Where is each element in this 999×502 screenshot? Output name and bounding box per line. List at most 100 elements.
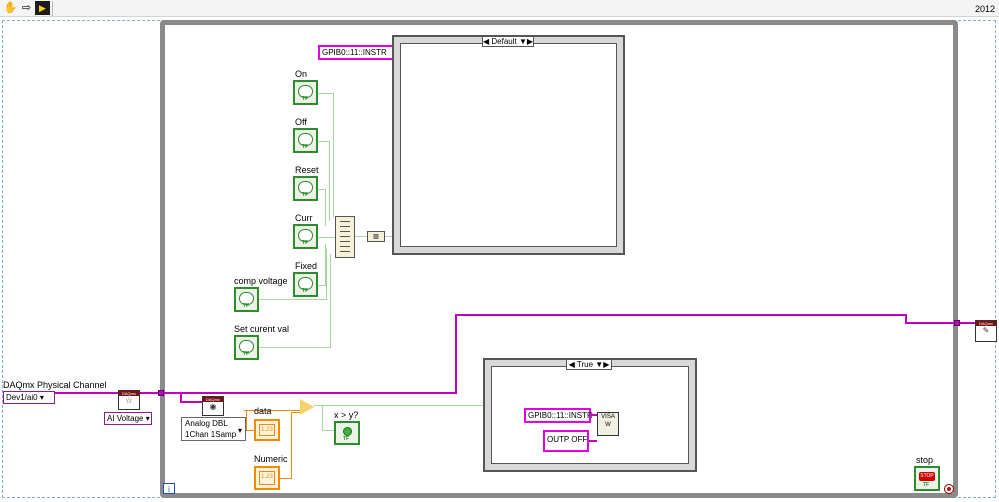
arrow-right-icon[interactable]: ⇨ [21,2,32,14]
daqmx-clear-header: DAQmx [976,321,996,326]
visa-write-node[interactable]: VISA W [597,412,619,436]
case-default-body [400,43,617,247]
data-label: data [254,406,272,416]
set-current-button[interactable]: TF [234,335,259,360]
set-current-label: Set curent val [234,324,290,334]
wire-array-out [355,236,367,237]
fixed-label: Fixed [295,261,318,271]
wire-compare-out [314,405,484,406]
fixed-button[interactable]: TF [293,272,318,297]
daqmx-read-node[interactable]: DAQmx◉ [202,396,224,416]
greater-than-node[interactable] [300,399,314,415]
on-label: On [295,69,308,79]
while-loop-frame[interactable] [160,20,958,498]
stop-condition-icon [947,487,951,491]
wire-outp-visa [589,440,597,442]
off-label: Off [295,117,307,127]
numeric-control[interactable]: 1.23 [254,466,280,490]
wire-comp [259,299,326,300]
comp-voltage-label: comp voltage [234,276,288,286]
outp-off-string[interactable]: OUTP OFF [543,430,589,452]
wire-task-main [160,392,455,394]
loop-iteration-terminal: i [163,483,175,494]
numeric-control-icon: 1.23 [259,471,275,485]
daqmx-clear-task-node[interactable]: DAQmx✎ [975,320,997,342]
run-icon[interactable]: ▶ [35,1,50,15]
comp-voltage-icon [239,292,254,305]
bool-to-number-node[interactable]: ▨ [367,231,385,242]
on-button[interactable]: TF [293,80,318,105]
wire-numeric-v [291,412,292,479]
daqmx-header: DAQmx [119,391,139,396]
curr-button[interactable]: TF [293,224,318,249]
fixed-button-icon [298,277,313,290]
wire-on-v [333,93,334,217]
toolbar: ✋ ⇨ ▶ 2012 [0,0,999,17]
daqmx-channel-label: DAQmx Physical Channel [3,380,107,390]
daqmx-channel-value: Dev1/ai0 [6,393,38,402]
stop-label: stop [916,455,934,465]
stop-icon: STOP [919,472,935,481]
numeric-label: Numeric [254,454,288,464]
wire-numeric-h [291,412,301,413]
loop-tunnel-left [158,390,164,396]
ai-voltage-selector[interactable]: AI Voltage ▾ [104,412,152,425]
daqmx-read-header: DAQmx [203,397,223,402]
wire-to-case [385,236,395,237]
comp-voltage-button[interactable]: TF [234,287,259,312]
case-selector-default[interactable]: ◀ Default ▼▶ [482,36,534,47]
wire-task-step [905,314,907,323]
data-indicator-icon: 1.23 [259,424,275,436]
wire-comp-v [326,249,327,300]
wire-off [318,141,330,142]
wire-reset-v [325,189,326,226]
stop-button[interactable]: STOP TF [914,466,940,491]
daqmx-channel-control[interactable]: Dev1/ai0 ▾ [3,391,55,404]
analog-dbl-line2: 1Chan 1Samp [185,430,237,439]
daqmx-read-icon: ◉ [209,402,217,411]
wire-gpib-visa [589,414,597,416]
case-selector-true[interactable]: ◀ True ▼▶ [566,359,612,370]
compare-label: x > y? [334,410,359,420]
case-default-label: Default [491,37,517,46]
chevron-down-icon: ▾ [237,426,242,435]
wire-curr [318,237,336,238]
build-array-node[interactable] [335,216,355,258]
wire-task-read-branch [180,392,182,402]
wire-data-v [246,410,247,430]
wire-task-vertical [455,314,457,394]
data-indicator: 1.23 [254,419,280,441]
gpib-address-bottom[interactable]: GPIB0::11::INSTR [524,408,593,423]
analog-dbl-selector[interactable]: Analog DBL 1Chan 1Samp ▾ [181,417,246,441]
wire-compare-ind [322,430,334,431]
wire-fixed [318,285,326,286]
daqmx-create-channel-node[interactable]: DAQmx☆ [118,390,140,410]
wire-read-out [244,410,304,411]
daqmx-create-icon: ☆ [125,396,133,405]
reset-label: Reset [295,165,319,175]
visa-icon: VISA [601,414,615,420]
chevron-down-icon: ▾ [145,414,150,423]
gpib-address-top[interactable]: GPIB0::11::INSTR [318,45,394,60]
loop-tunnel-right [954,320,960,326]
version-label: 2012 [974,4,995,14]
reset-button[interactable]: TF [293,176,318,201]
hand-icon[interactable]: ✋ [3,2,18,14]
wire-on [318,93,334,94]
eraser-icon: ✎ [982,326,990,335]
wire-task-clear [905,322,975,324]
wire-off-v [329,141,330,221]
wire-task-top [455,314,907,316]
set-current-icon [239,340,254,353]
chevron-down-icon: ▾ [39,393,44,402]
case-structure-default[interactable] [392,35,625,255]
compare-indicator: TF [334,421,360,445]
write-icon: W [605,422,611,428]
off-button[interactable]: TF [293,128,318,153]
on-button-icon [298,85,313,98]
curr-button-icon [298,229,313,242]
analog-dbl-line1: Analog DBL [185,419,228,428]
reset-button-icon [298,181,313,194]
wire-setcurr-v [330,254,331,348]
loop-condition-terminal[interactable] [944,484,954,494]
